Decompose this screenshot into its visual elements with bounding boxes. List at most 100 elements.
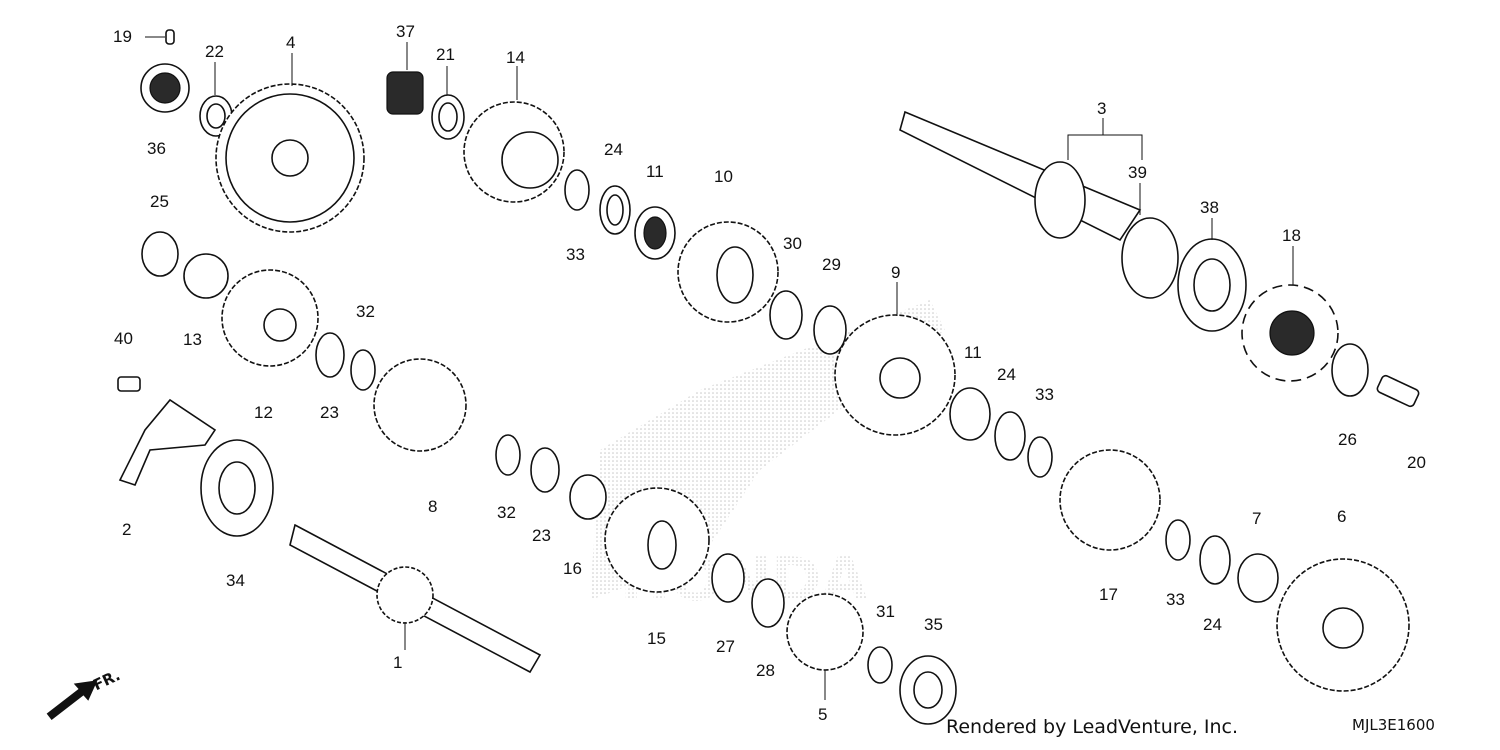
callout-9: 9 [891, 263, 900, 282]
callout-15: 15 [647, 629, 666, 648]
part-1-countershaft[interactable] [289, 523, 542, 674]
part-37-needle-bearing[interactable] [386, 71, 424, 115]
part-25-washer[interactable] [141, 231, 179, 277]
callout-11b: 11 [964, 343, 982, 362]
callout-24c: 24 [1203, 615, 1222, 634]
callout-27: 27 [716, 637, 735, 656]
part-15-gear[interactable] [604, 487, 710, 593]
callout-24: 24 [604, 140, 623, 159]
part-39-circlip[interactable] [1121, 217, 1179, 299]
part-3-mainshaft[interactable] [899, 110, 1142, 242]
callout-37: 37 [396, 22, 415, 41]
callout-40: 40 [114, 329, 133, 348]
callout-13: 13 [183, 330, 202, 349]
part-11b-bearing[interactable] [949, 387, 991, 441]
part-5-gear[interactable] [786, 593, 864, 671]
callout-11: 11 [646, 162, 664, 181]
part-24c-washer[interactable] [1199, 535, 1231, 585]
part-23-washer[interactable] [315, 332, 345, 378]
part-8-gear[interactable] [373, 358, 467, 452]
callout-31: 31 [876, 602, 895, 621]
part-12-gear[interactable] [221, 269, 319, 367]
part-2-plate[interactable] [118, 398, 217, 486]
callout-3: 3 [1097, 99, 1106, 118]
callout-33: 33 [566, 245, 585, 264]
part-27-washer[interactable] [711, 553, 745, 603]
part-28-washer[interactable] [751, 578, 785, 628]
callout-6: 6 [1337, 507, 1346, 526]
part-33b-circlip[interactable] [1027, 436, 1053, 478]
callouts: 19 22 4 37 21 14 3 36 24 11 10 39 38 25 … [113, 22, 1426, 724]
part-29-washer[interactable] [813, 305, 847, 355]
callout-18: 18 [1282, 226, 1301, 245]
callout-10: 10 [714, 167, 733, 186]
part-31-washer[interactable] [867, 646, 893, 684]
part-32b-circlip[interactable] [495, 434, 521, 476]
callout-2: 2 [122, 520, 131, 539]
part-33-circlip[interactable] [564, 169, 590, 211]
callout-39: 39 [1128, 163, 1147, 182]
callout-34: 34 [226, 571, 245, 590]
part-32-circlip[interactable] [350, 349, 376, 391]
part-6-gear[interactable] [1276, 558, 1410, 692]
part-26-washer[interactable] [1331, 343, 1369, 397]
callout-32b: 32 [497, 503, 516, 522]
callout-1: 1 [393, 653, 402, 672]
callout-28: 28 [756, 661, 775, 680]
callout-5: 5 [818, 705, 827, 724]
callout-35: 35 [924, 615, 943, 634]
part-16-bearing[interactable] [569, 474, 607, 520]
callout-32: 32 [356, 302, 375, 321]
part-14-gear[interactable] [463, 101, 565, 203]
part-10-gear[interactable] [677, 221, 779, 323]
callout-30: 30 [783, 234, 802, 253]
callout-23: 23 [320, 403, 339, 422]
rendered-by-text: Rendered by LeadVenture, Inc. [946, 716, 1238, 738]
part-36-bearing-bush[interactable] [140, 63, 190, 113]
leader-lines [145, 36, 1294, 700]
callout-23b: 23 [532, 526, 551, 545]
callout-7: 7 [1252, 509, 1261, 528]
part-9-gear[interactable] [834, 314, 956, 436]
callout-24b: 24 [997, 365, 1016, 384]
part-38-seal[interactable] [1177, 238, 1247, 332]
callout-36: 36 [147, 139, 166, 158]
front-direction-arrow: FR. [46, 666, 123, 721]
part-40-bolt[interactable] [117, 376, 141, 392]
callout-8: 8 [428, 497, 437, 516]
part-20-bolt[interactable] [1376, 374, 1420, 408]
callout-4: 4 [286, 33, 295, 52]
callout-20: 20 [1407, 453, 1426, 472]
part-24-washer[interactable] [599, 185, 631, 235]
part-18-sprocket[interactable] [1241, 284, 1339, 382]
part-33c-circlip[interactable] [1165, 519, 1191, 561]
part-21-washer[interactable] [431, 94, 465, 140]
part-7-bush[interactable] [1237, 553, 1279, 603]
callout-29: 29 [822, 255, 841, 274]
part-24b-washer[interactable] [994, 411, 1026, 461]
callout-12: 12 [254, 403, 273, 422]
part-11-bearing[interactable] [634, 206, 676, 260]
callout-22: 22 [205, 42, 224, 61]
fr-label: FR. [90, 666, 123, 694]
callout-21: 21 [436, 45, 455, 64]
callout-14: 14 [506, 48, 525, 67]
callout-33b: 33 [1035, 385, 1054, 404]
part-34-bearing[interactable] [200, 439, 274, 537]
part-4-gear[interactable] [215, 83, 365, 233]
callout-17: 17 [1099, 585, 1118, 604]
part-19-pin[interactable] [165, 29, 175, 45]
part-17-gear[interactable] [1059, 449, 1161, 551]
part-23b-washer[interactable] [530, 447, 560, 493]
callout-25: 25 [150, 192, 169, 211]
part-30-washer[interactable] [769, 290, 803, 340]
callout-33c: 33 [1166, 590, 1185, 609]
callout-38: 38 [1200, 198, 1219, 217]
callout-16: 16 [563, 559, 582, 578]
part-13-bush[interactable] [183, 253, 229, 299]
callout-26: 26 [1338, 430, 1357, 449]
callout-19: 19 [113, 27, 132, 46]
part-35-bearing[interactable] [899, 655, 957, 725]
diagram-code: MJL3E1600 [1352, 716, 1435, 734]
